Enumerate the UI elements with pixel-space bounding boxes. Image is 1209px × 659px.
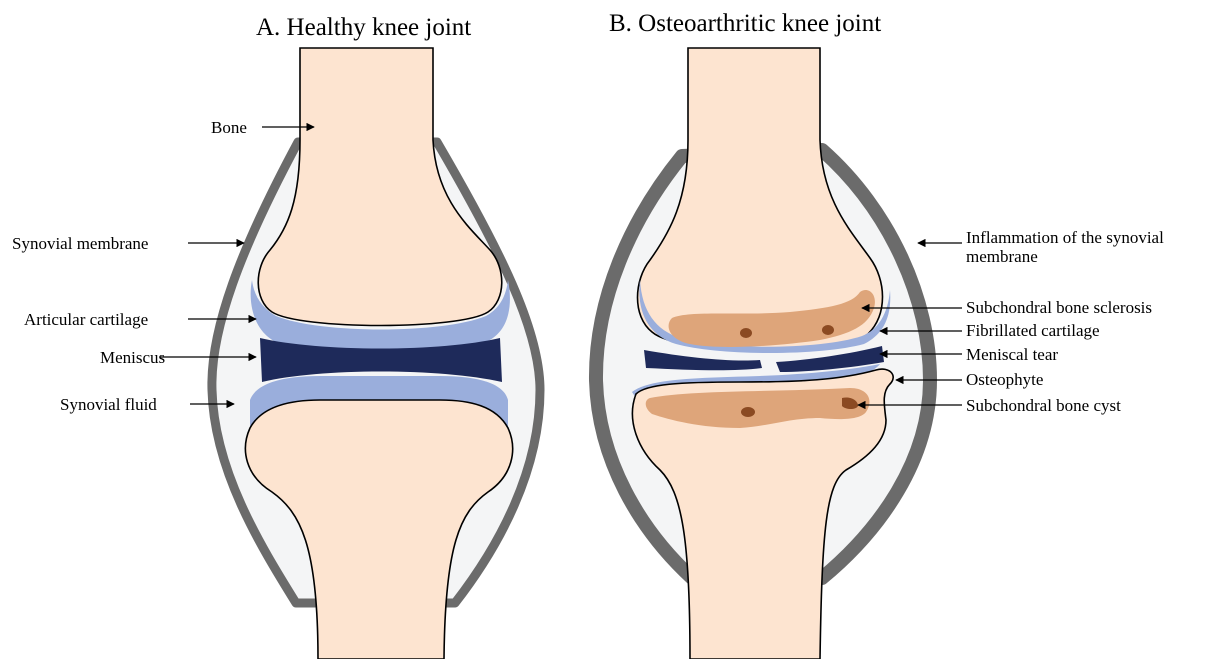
label-inflammation-line2: membrane (966, 247, 1038, 266)
label-articular-cartilage: Articular cartilage (24, 310, 148, 329)
oa-femoral-lesion-2 (822, 325, 834, 335)
oa-tibial-lesion (741, 407, 755, 417)
label-subchondral-sclerosis: Subchondral bone sclerosis (966, 298, 1152, 317)
label-osteophyte: Osteophyte (966, 370, 1043, 389)
healthy-panel-title: A. Healthy knee joint (256, 14, 471, 42)
label-meniscal-tear: Meniscal tear (966, 345, 1058, 364)
osteoarthritic-knee-joint (596, 48, 930, 659)
label-fibrillated-cartilage: Fibrillated cartilage (966, 321, 1100, 340)
label-synovial-fluid: Synovial fluid (60, 395, 157, 414)
label-subchondral-cyst: Subchondral bone cyst (966, 396, 1121, 415)
label-bone: Bone (211, 118, 247, 137)
label-synovial-membrane: Synovial membrane (12, 234, 148, 253)
oa-femoral-lesion-1 (740, 328, 752, 338)
label-meniscus: Meniscus (100, 348, 165, 367)
healthy-knee-joint (212, 48, 540, 659)
oa-panel-title: B. Osteoarthritic knee joint (609, 10, 881, 38)
label-inflammation-line1: Inflammation of the synovial (966, 228, 1164, 247)
